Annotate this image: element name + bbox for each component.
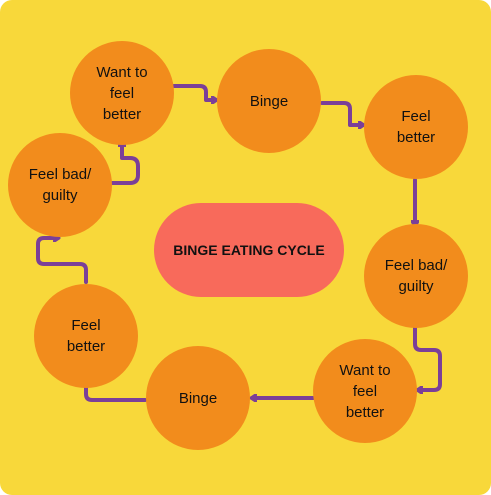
node-want-to-feel-better-top: Want to feel better: [70, 41, 174, 145]
center-label: BINGE EATING CYCLE: [173, 242, 325, 258]
node-label: Want to feel better: [96, 63, 148, 123]
arrow-n8-n1: [110, 142, 140, 185]
node-feel-bad-guilty-right: Feel bad/ guilty: [364, 224, 468, 328]
node-binge-bottom: Binge: [146, 346, 250, 450]
node-binge-top: Binge: [217, 49, 321, 153]
node-feel-better-left: Feel better: [34, 284, 138, 388]
arrow-n1-n2: [172, 84, 216, 100]
arrow-n2-n3: [320, 101, 363, 125]
node-label: Binge: [178, 389, 218, 407]
node-label: Feel better: [396, 108, 436, 146]
arrow-n6-n7: [86, 380, 147, 402]
node-label: Feel bad/ guilty: [28, 166, 92, 204]
center-title: BINGE EATING CYCLE: [154, 203, 344, 297]
node-feel-better-right: Feel better: [364, 75, 468, 179]
arrow-n7-n8: [36, 238, 88, 284]
node-label: Want to feel better: [339, 361, 391, 421]
node-feel-bad-guilty-left: Feel bad/ guilty: [8, 133, 112, 237]
node-want-to-feel-better-bottom: Want to feel better: [313, 339, 417, 443]
node-label: Feel better: [66, 317, 106, 355]
arrow-n4-n5: [413, 322, 442, 390]
node-label: Binge: [249, 92, 289, 110]
node-label: Feel bad/ guilty: [384, 257, 448, 295]
